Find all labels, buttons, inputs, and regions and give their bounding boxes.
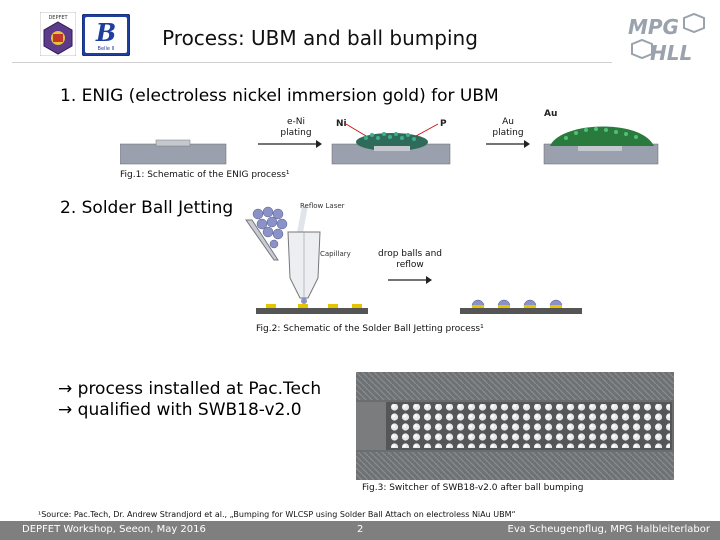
fig1-diagram: Ni P Au — [119, 108, 720, 170]
capillary-text: Capillary — [320, 250, 351, 258]
fig2-diagram: Reflow Laser Capillary — [222, 198, 592, 322]
bullet-qualified: → qualified with SWB18-v2.0 — [58, 400, 302, 420]
footer-left: DEPFET Workshop, Seeon, May 2016 — [22, 524, 206, 535]
svg-text:Belle II: Belle II — [98, 46, 115, 52]
page-title: Process: UBM and ball bumping — [162, 26, 478, 50]
svg-text:B: B — [95, 18, 116, 47]
au-text: Au — [544, 109, 557, 119]
mpg-hll-logo: MPG HLL — [624, 10, 708, 66]
footer-page-number: 2 — [357, 524, 364, 535]
fig1-caption: Fig.1: Schematic of the ENIG process¹ — [120, 170, 290, 180]
p-text: P — [440, 119, 447, 129]
title-divider — [12, 62, 612, 63]
footer-right: Eva Scheugenpflug, MPG Halbleiterlabor — [507, 524, 710, 535]
belle-logo: B Belle II — [81, 13, 131, 57]
fig3-caption: Fig.3: Switcher of SWB18-v2.0 after ball… — [362, 483, 584, 493]
fig2-caption: Fig.2: Schematic of the Solder Ball Jett… — [256, 324, 484, 334]
drop-balls-label: drop balls and reflow — [377, 249, 442, 270]
bullet-installed: → process installed at Pac.Tech — [58, 379, 322, 399]
depfet-logo: DEPFET — [39, 11, 77, 57]
enil-plating-label: e-Ni plating — [280, 117, 312, 138]
svg-text:HLL: HLL — [650, 41, 692, 65]
fig3-photo — [356, 372, 674, 480]
footer-bar — [0, 521, 720, 540]
reflow-laser-text: Reflow Laser — [300, 202, 345, 210]
source-note: ¹Source: Pac.Tech, Dr. Andrew Strandjord… — [38, 510, 516, 519]
section-jetting-heading: 2. Solder Ball Jetting — [60, 198, 234, 218]
ni-text: Ni — [336, 119, 347, 129]
svg-text:DEPFET: DEPFET — [48, 15, 68, 21]
svg-text:MPG: MPG — [628, 15, 679, 39]
au-plating-label: Au plating — [492, 117, 524, 138]
section-enig-heading: 1. ENIG (electroless nickel immersion go… — [60, 86, 499, 106]
